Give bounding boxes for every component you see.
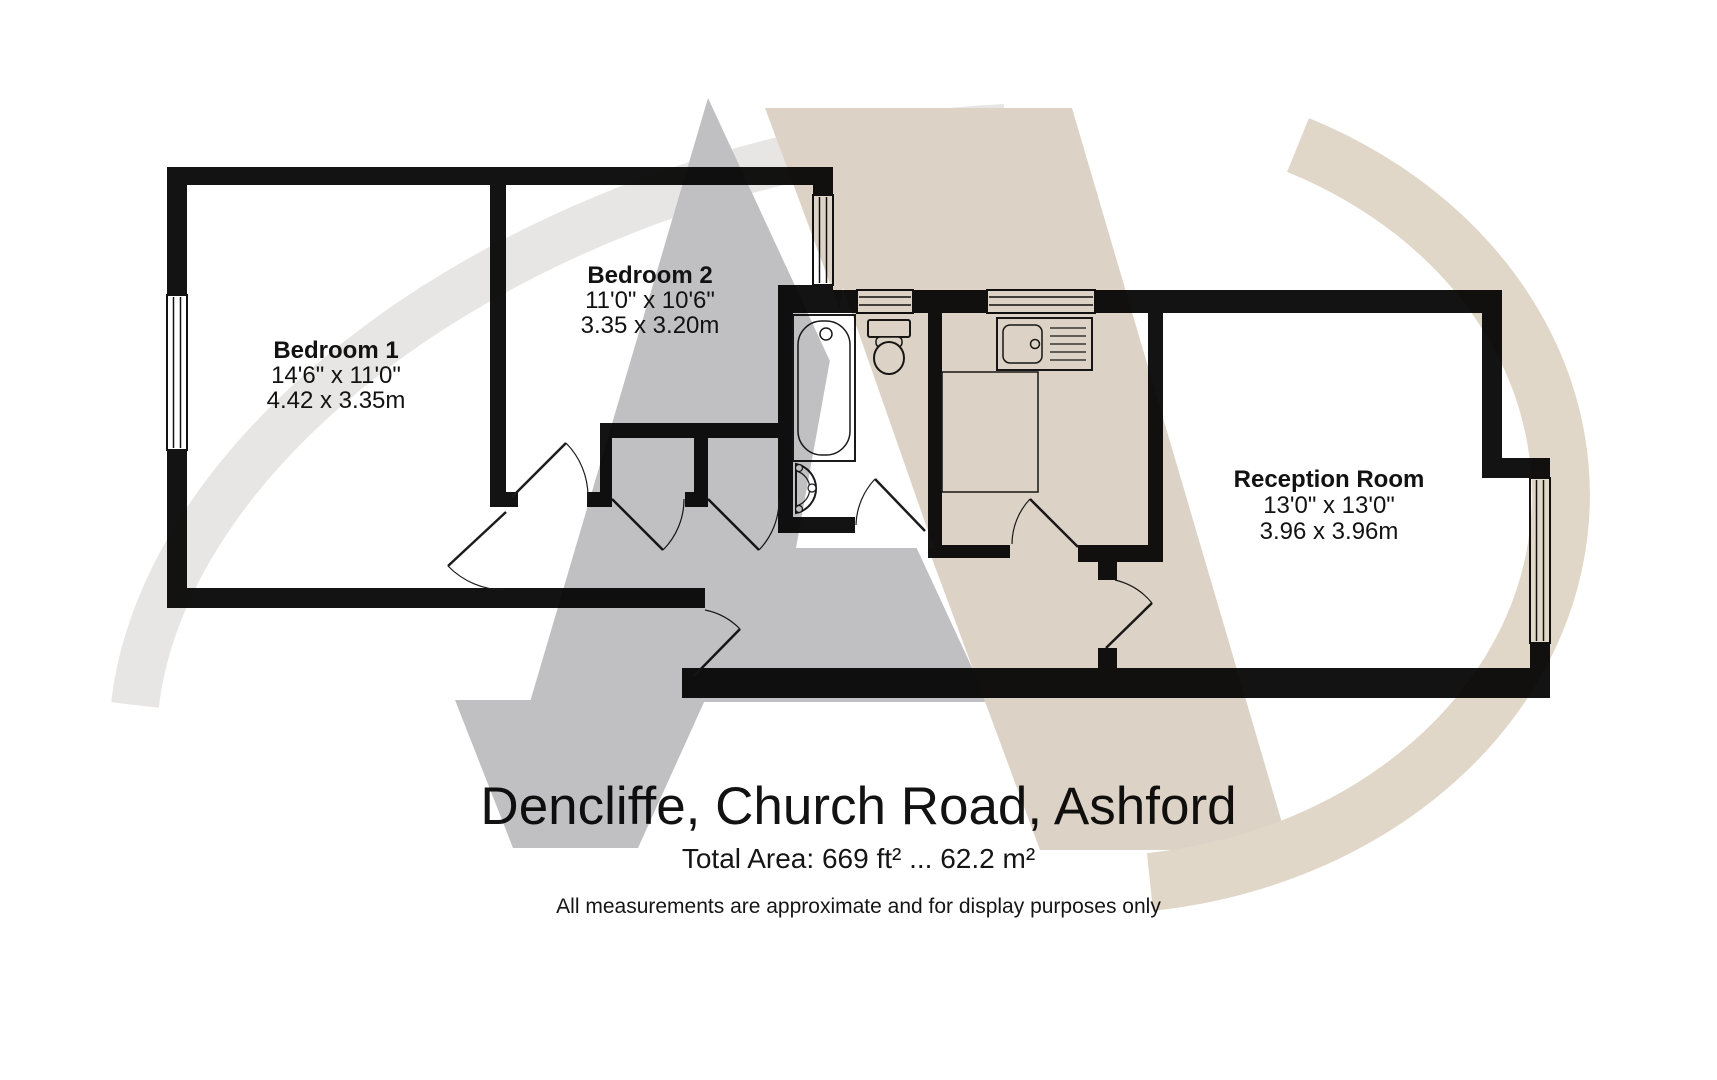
- door-cupboard-2: [707, 498, 780, 551]
- basin-icon: [794, 462, 817, 515]
- fixtures: [792, 314, 1093, 515]
- wall-left-lower: [167, 450, 187, 608]
- room-dims-metric: 4.42 x 3.35m: [266, 387, 406, 414]
- toilet-icon: [867, 319, 911, 375]
- room-dims-metric: 3.35 x 3.20m: [580, 312, 720, 339]
- window-bedroom2-right: [812, 194, 834, 286]
- wall-left-upper: [167, 185, 187, 297]
- room-name: Bedroom 1: [273, 337, 399, 364]
- wall-kitchen-bottom: [928, 545, 1010, 558]
- room-name: Bedroom 2: [587, 262, 713, 289]
- window-bathroom-top: [856, 289, 914, 314]
- window-kitchen-top: [986, 289, 1096, 314]
- room-label-reception: Reception Room 13'0" x 13'0" 3.96 x 3.96…: [1179, 467, 1479, 545]
- door-entrance: [693, 609, 741, 677]
- door-bathroom: [855, 478, 926, 532]
- wall-reception-right-upper: [1482, 313, 1502, 458]
- windows: [166, 194, 1551, 644]
- door-bedroom2: [511, 442, 589, 498]
- wall-reception-door-stub-upper: [1098, 562, 1117, 580]
- window-reception-right: [1529, 477, 1551, 644]
- wall-cupboard-stub2-foot: [685, 492, 708, 507]
- wall-cupboard-stub2: [694, 438, 708, 494]
- wall-bedroom1-bottom: [167, 588, 705, 608]
- room-dims-imperial: 11'0" x 10'6": [585, 287, 715, 314]
- page-title-address: Dencliffe, Church Road, Ashford: [480, 777, 1237, 836]
- door-bedroom1: [447, 511, 507, 591]
- wall-bedroom-divider: [490, 185, 506, 507]
- room-dims-imperial: 14'6" x 11'0": [271, 362, 401, 389]
- wall-bottom-main: [682, 668, 1550, 698]
- room-name: Reception Room: [1233, 466, 1425, 493]
- wall-bath-kitchen-divider: [928, 313, 942, 557]
- wall-cupboard-top: [600, 423, 793, 438]
- kitchen-counter-icon: [941, 371, 1039, 493]
- walls: [167, 167, 1550, 698]
- room-label-bedroom1: Bedroom 1 14'6" x 11'0" 4.42 x 3.35m: [186, 338, 486, 413]
- door-reception: [1105, 579, 1153, 649]
- wall-cupboard-stub1-foot: [587, 492, 612, 507]
- wall-reception-left: [1148, 313, 1163, 547]
- door-kitchen: [1011, 498, 1079, 548]
- room-label-bedroom2: Bedroom 2 11'0" x 10'6" 3.35 x 3.20m: [500, 263, 800, 338]
- wall-cupboard-stub1: [600, 438, 612, 494]
- kitchen-sink-icon: [996, 317, 1093, 371]
- bathtub-icon: [792, 314, 856, 462]
- wall-reception-step: [1482, 458, 1550, 478]
- wall-top-bedrooms: [167, 167, 833, 185]
- total-area-text: Total Area: 669 ft² ... 62.2 m²: [681, 843, 1036, 874]
- door-cupboard-1: [611, 498, 685, 551]
- wall-bathroom-bottom: [778, 517, 855, 533]
- wall-reception-foot: [1100, 547, 1163, 562]
- window-bedroom1-left: [166, 294, 188, 451]
- room-dims-imperial: 13'0" x 13'0": [1263, 492, 1395, 519]
- room-dims-metric: 3.96 x 3.96m: [1259, 518, 1399, 545]
- disclaimer-text: All measurements are approximate and for…: [556, 895, 1161, 918]
